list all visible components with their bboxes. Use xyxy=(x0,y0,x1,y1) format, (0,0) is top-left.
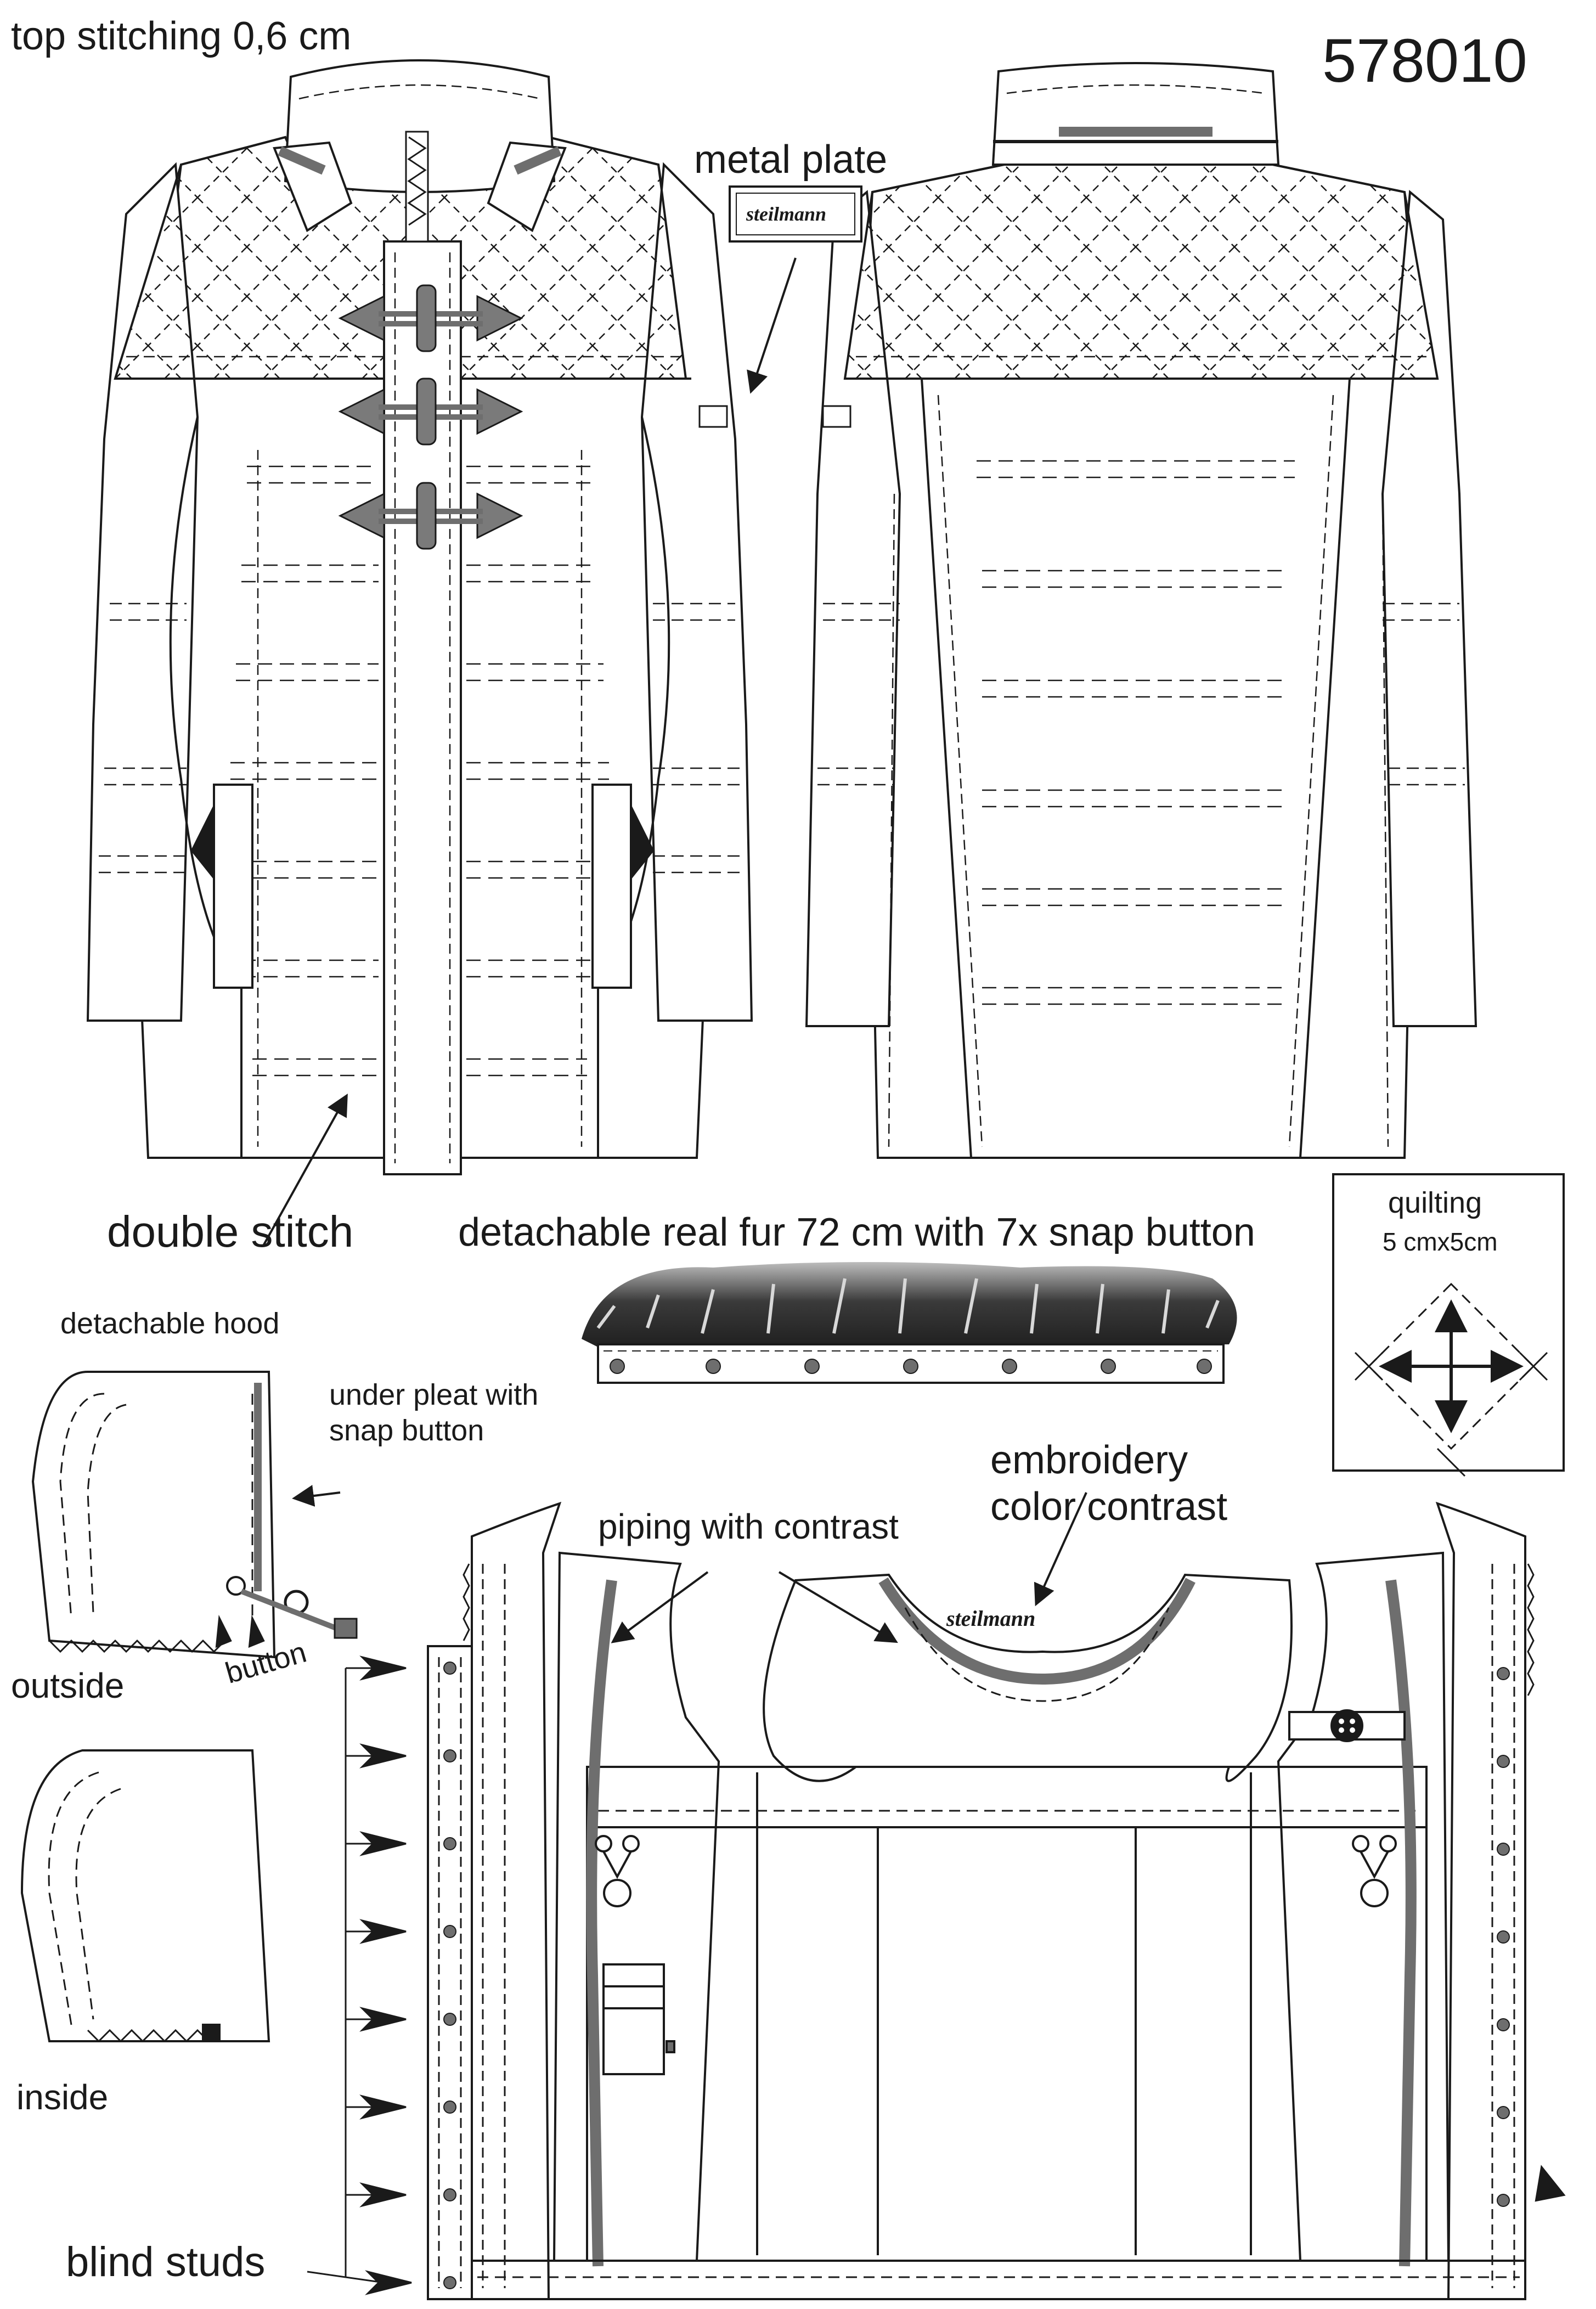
embroidery-label-1: embroidery xyxy=(990,1438,1188,1482)
double-stitch-arrow xyxy=(262,1094,348,1246)
piping-label: piping with contrast xyxy=(598,1507,899,1546)
detachable-hood-label: detachable hood xyxy=(60,1307,280,1340)
quilting-size: 5 cmx5cm xyxy=(1383,1227,1498,1256)
neck-embroidery-brand: steilmann xyxy=(946,1606,1036,1631)
hood-inside xyxy=(20,1749,270,2043)
outside-label: outside xyxy=(11,1666,125,1705)
fur-trim xyxy=(582,1262,1237,1384)
toggle-2 xyxy=(338,378,523,446)
style-number: 578010 xyxy=(1322,26,1527,95)
callout-arrows xyxy=(611,1492,1087,1643)
front-view xyxy=(86,59,753,1175)
fur-label: detachable real fur 72 cm with 7x snap b… xyxy=(458,1210,1255,1254)
back-view xyxy=(805,62,1477,1159)
quilting-title: quilting xyxy=(1388,1186,1482,1219)
metal-plate-label: metal plate xyxy=(694,138,888,182)
hood-outside xyxy=(31,1371,358,1659)
quilting-detail xyxy=(1332,1173,1565,1477)
double-stitch-label: double stitch xyxy=(107,1207,354,1256)
toggle-3 xyxy=(338,482,523,550)
inside-label: inside xyxy=(16,2077,109,2117)
blind-studs-arrows xyxy=(307,1655,412,2295)
embroidery-label-2: color contrast xyxy=(990,1485,1228,1529)
top-stitching-label: top stitching 0,6 cm xyxy=(11,14,352,58)
under-pleat-label-2: snap button xyxy=(329,1414,484,1447)
toggle-1 xyxy=(338,284,523,352)
metal-plate xyxy=(729,185,862,394)
blind-studs-label: blind studs xyxy=(66,2239,266,2285)
metal-plate-brand: steilmann xyxy=(746,203,827,225)
under-pleat-label-1: under pleat with xyxy=(329,1378,539,1411)
